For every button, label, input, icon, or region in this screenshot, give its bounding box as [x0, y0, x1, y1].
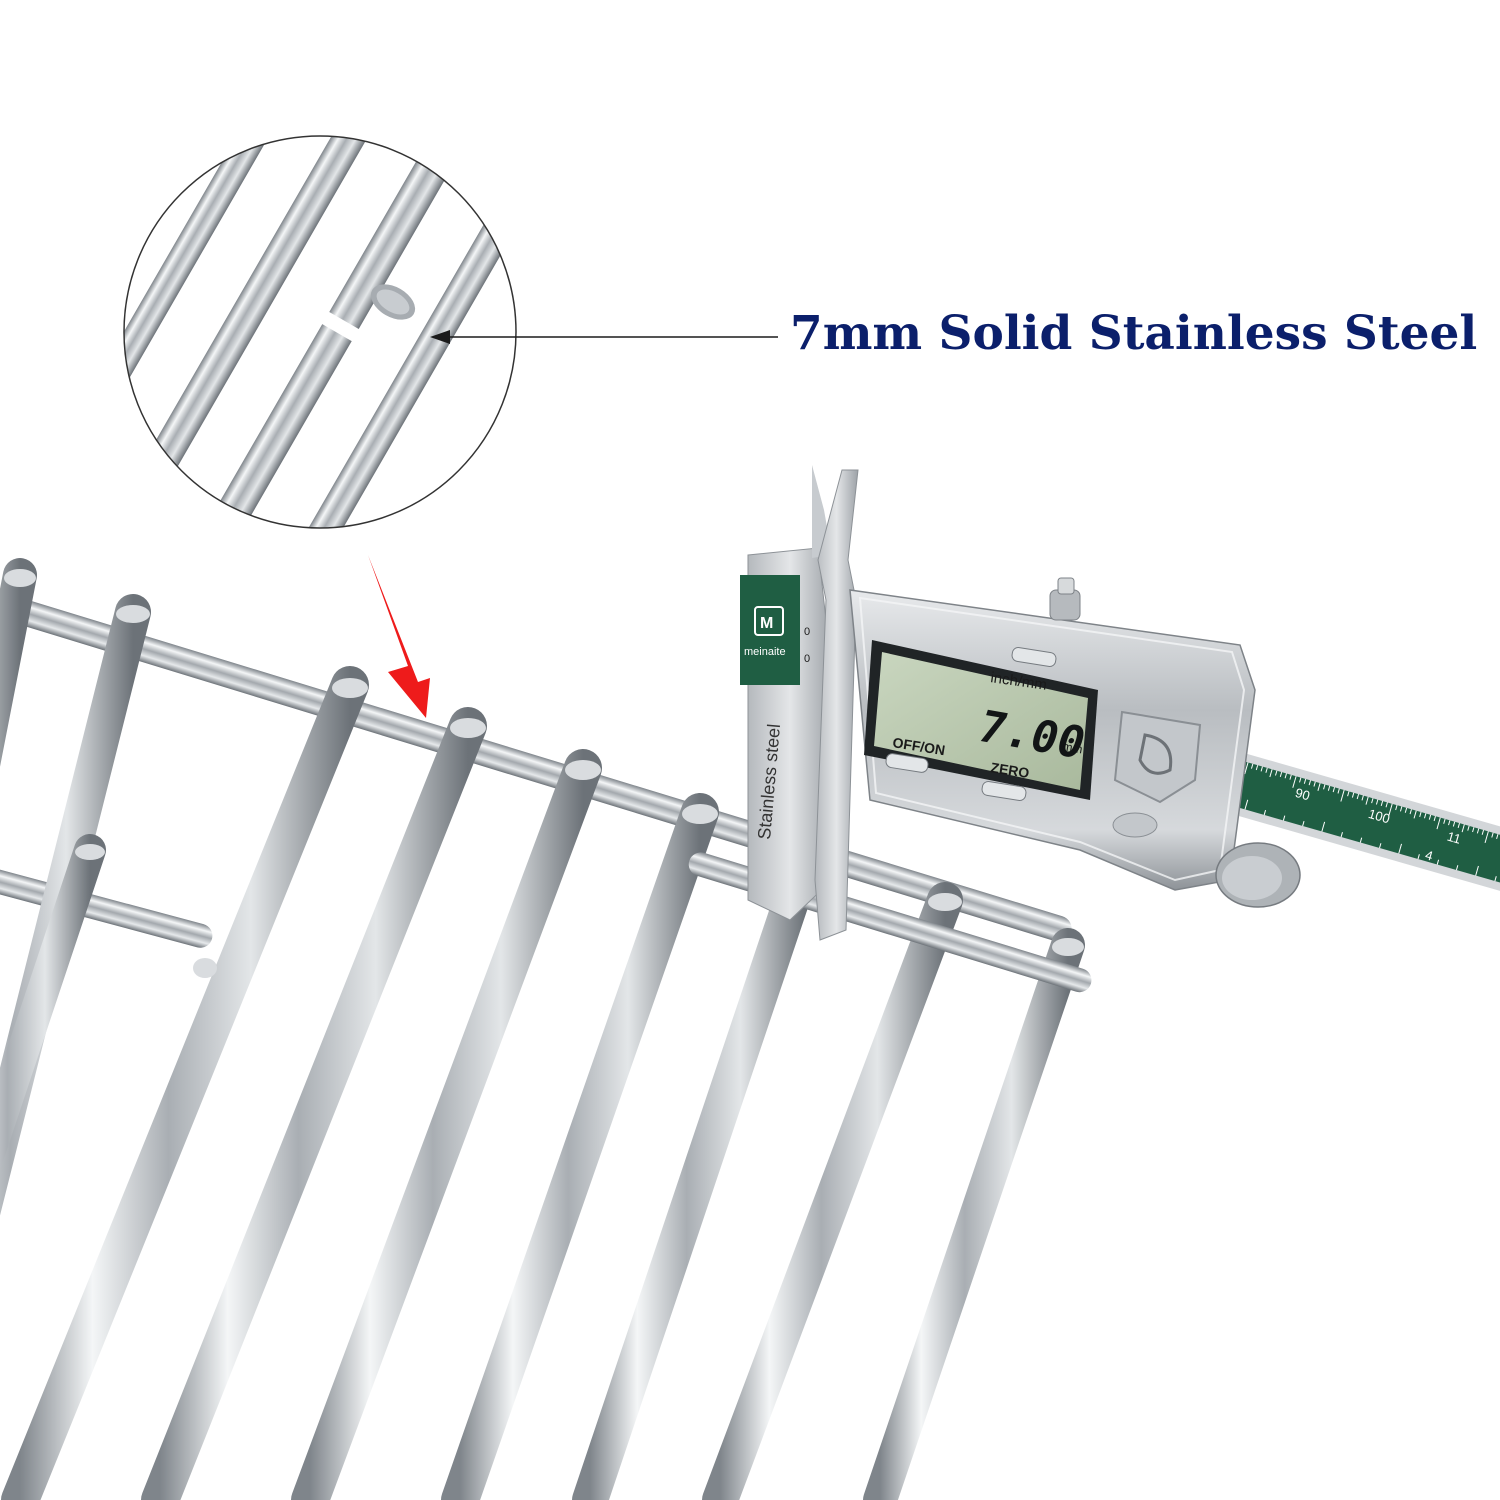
scale-tick: [1476, 828, 1480, 834]
scale-tick: [1265, 767, 1268, 773]
scale-tick-inch: [1340, 832, 1343, 838]
scale-tick: [1361, 795, 1364, 801]
scale-tick: [1356, 794, 1360, 800]
scale-tick: [1424, 813, 1427, 819]
scale-tick: [1347, 791, 1350, 797]
ip54-badge-icon: [1112, 812, 1158, 838]
scale-tick: [1484, 831, 1489, 844]
scale-tick-inch: [1263, 809, 1267, 816]
scale-tick: [1491, 832, 1494, 838]
scale-tick: [1313, 781, 1316, 787]
magnified-rod-view: [123, 135, 517, 529]
scale-tick: [1317, 782, 1321, 791]
scale-tick: [1308, 780, 1311, 786]
scale-tick-inch: [1244, 799, 1249, 810]
scale-tick: [1279, 771, 1283, 778]
scale-tick: [1404, 807, 1408, 813]
scale-tick-inch: [1379, 843, 1382, 849]
scale-tick: [1299, 777, 1302, 783]
scale-tick: [1289, 774, 1292, 780]
scale-tick: [1260, 766, 1263, 772]
scale-tick: [1340, 789, 1345, 802]
shield-logo-icon: [1113, 710, 1202, 804]
scale-tick: [1284, 773, 1287, 779]
scale-tick: [1323, 784, 1326, 790]
scale-tick: [1448, 820, 1451, 826]
lcd-reading-unit: mm: [1061, 739, 1083, 756]
zero-button[interactable]: [981, 781, 1027, 802]
scale-tick: [1255, 765, 1259, 771]
callout-label: 7mm Solid Stainless Steel: [790, 306, 1478, 361]
scale-tick: [1481, 829, 1485, 835]
scale-tick: [1472, 827, 1475, 833]
scale-tick: [1292, 776, 1297, 788]
scale-tick: [1332, 787, 1336, 793]
main-scale-inch-1: 4: [1423, 847, 1434, 863]
svg-text:M: M: [760, 615, 773, 632]
scale-tick: [1388, 803, 1393, 816]
scale-tick: [1337, 788, 1340, 794]
scale-tick: [1244, 762, 1249, 775]
scale-tick: [1467, 825, 1470, 831]
main-scale-mm-3: 100: [1367, 806, 1392, 826]
scale-tick: [1419, 811, 1422, 818]
scale-tick: [1375, 799, 1379, 805]
scale-tick: [1443, 818, 1446, 824]
scale-tick: [1413, 810, 1417, 819]
scale-tick: [1428, 814, 1432, 820]
scale-tick-inch: [1475, 865, 1479, 876]
scale-tick: [1436, 817, 1441, 830]
scale-tick-inch: [1359, 837, 1363, 843]
scale-tick-inch: [1321, 821, 1326, 832]
mode-button[interactable]: [1011, 647, 1057, 668]
brand-label: meinaite: [744, 646, 786, 658]
scale-tick: [1275, 770, 1278, 776]
scale-tick: [1380, 800, 1384, 806]
scale-tick: [1327, 785, 1331, 791]
red-arrow-icon: [368, 555, 430, 718]
scale-tick-inch: [1302, 821, 1305, 827]
meinaite-logo-icon: M: [754, 606, 784, 636]
scale-tick: [1365, 796, 1369, 805]
main-scale-mm-4: 11: [1445, 829, 1462, 847]
scale-tick: [1351, 792, 1355, 798]
scale-tick-inch: [1282, 815, 1286, 821]
power-button[interactable]: [885, 753, 929, 773]
scale-tick-inch: [1455, 865, 1459, 871]
scale-tick: [1395, 805, 1398, 811]
scale-tick: [1457, 822, 1460, 829]
scale-tick: [1496, 833, 1499, 840]
scale-tick: [1385, 802, 1388, 808]
thumb-wheel[interactable]: [1215, 842, 1301, 908]
callout-arrow: [430, 330, 778, 344]
scale-tick: [1461, 824, 1465, 833]
scale-tick-inch: [1417, 854, 1420, 860]
scale-tick-inch: [1398, 843, 1403, 854]
scale-tick-inch: [1436, 859, 1440, 865]
zero-button-label: ZERO: [990, 759, 1031, 781]
digital-caliper: 70 80 90 100 11 3 4 M meinaite 0 0 Stain…: [740, 465, 1500, 941]
scale-tick: [1250, 763, 1254, 769]
scale-tick: [1433, 816, 1436, 822]
scale-tick: [1452, 821, 1456, 827]
scale-tick: [1269, 769, 1273, 778]
scale-tick: [1409, 809, 1412, 815]
depth-scale-mark-1: 0: [804, 653, 810, 665]
main-scale-mm-2: 90: [1294, 785, 1312, 803]
scale-tick: [1303, 778, 1307, 784]
depth-scale-mark-0: 0: [804, 626, 810, 638]
scale-tick: [1399, 806, 1403, 812]
scale-tick: [1371, 798, 1374, 804]
scale-tick-inch: [1494, 876, 1497, 882]
